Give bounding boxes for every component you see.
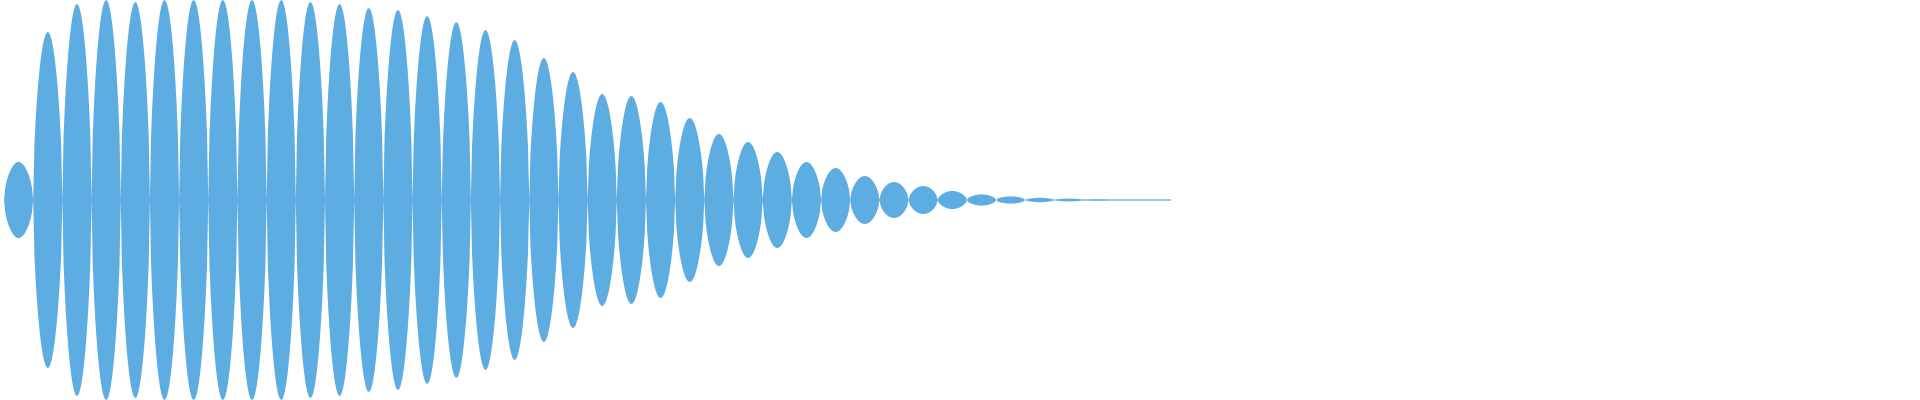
waveform-shape (4, 0, 1172, 400)
